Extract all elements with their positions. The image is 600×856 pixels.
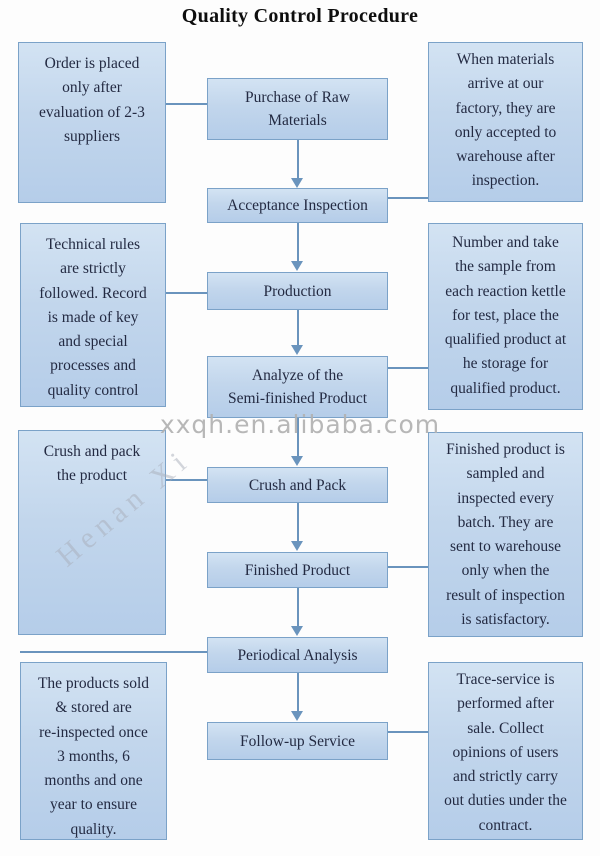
note-left-reinspection: The products sold & stored are re-inspec… (20, 662, 167, 840)
arrow-production-to-analyze (291, 310, 304, 355)
step-follow-up-service: Follow-up Service (207, 722, 388, 760)
arrow-down-icon (291, 711, 303, 721)
step-acceptance-inspection: Acceptance Inspection (207, 188, 388, 223)
note-left-technical-rules: Technical rules are strictly followed. R… (20, 223, 166, 407)
arrow-purchase-to-acceptance (291, 140, 304, 188)
arrow-down-icon (291, 261, 303, 271)
step-production: Production (207, 272, 388, 310)
arrow-down-icon (291, 626, 303, 636)
connector-analyze-to-sampling-note (388, 367, 428, 369)
note-right-materials-arrival: When materials arrive at our factory, th… (428, 42, 583, 202)
connector-crushnote-to-crush (165, 479, 207, 481)
connector-technical-to-production (165, 292, 207, 294)
connector-finished-to-batch-note (388, 566, 428, 568)
arrow-down-icon (291, 178, 303, 188)
note-right-sampling: Number and take the sample from each rea… (428, 223, 583, 410)
note-left-suppliers: Order is placed only after evaluation of… (18, 42, 166, 203)
step-finished-product: Finished Product (207, 552, 388, 588)
arrow-down-icon (291, 345, 303, 355)
connector-suppliers-to-purchase (165, 103, 207, 105)
arrow-analyze-to-crush (291, 418, 304, 466)
connector-acceptance-to-materials-note (388, 197, 428, 199)
note-left-crush-pack: Crush and pack the product (18, 430, 166, 635)
step-analyze-of-the-semi-finished-product: Analyze of the Semi-finished Product (207, 356, 388, 418)
page-title: Quality Control Procedure (181, 5, 419, 27)
step-purchase-of-raw-materials: Purchase of Raw Materials (207, 78, 388, 140)
arrow-down-icon (291, 541, 303, 551)
connector-periodical-to-reinspection-note (20, 651, 207, 653)
note-right-trace-service: Trace-service is performed after sale. C… (428, 662, 583, 840)
arrow-down-icon (291, 456, 303, 466)
arrow-periodical-to-followup (291, 673, 304, 721)
arrow-finished-to-periodical (291, 588, 304, 636)
arrow-acceptance-to-production (291, 223, 304, 271)
arrow-crush-to-finished (291, 503, 304, 551)
connector-followup-to-trace-note (388, 731, 428, 733)
step-periodical-analysis: Periodical Analysis (207, 637, 388, 673)
watermark-alibaba-url: xxqh.en.alibaba.com (159, 410, 441, 439)
note-right-batch-inspection: Finished product is sampled and inspecte… (428, 432, 583, 637)
step-crush-and-pack: Crush and Pack (207, 467, 388, 503)
